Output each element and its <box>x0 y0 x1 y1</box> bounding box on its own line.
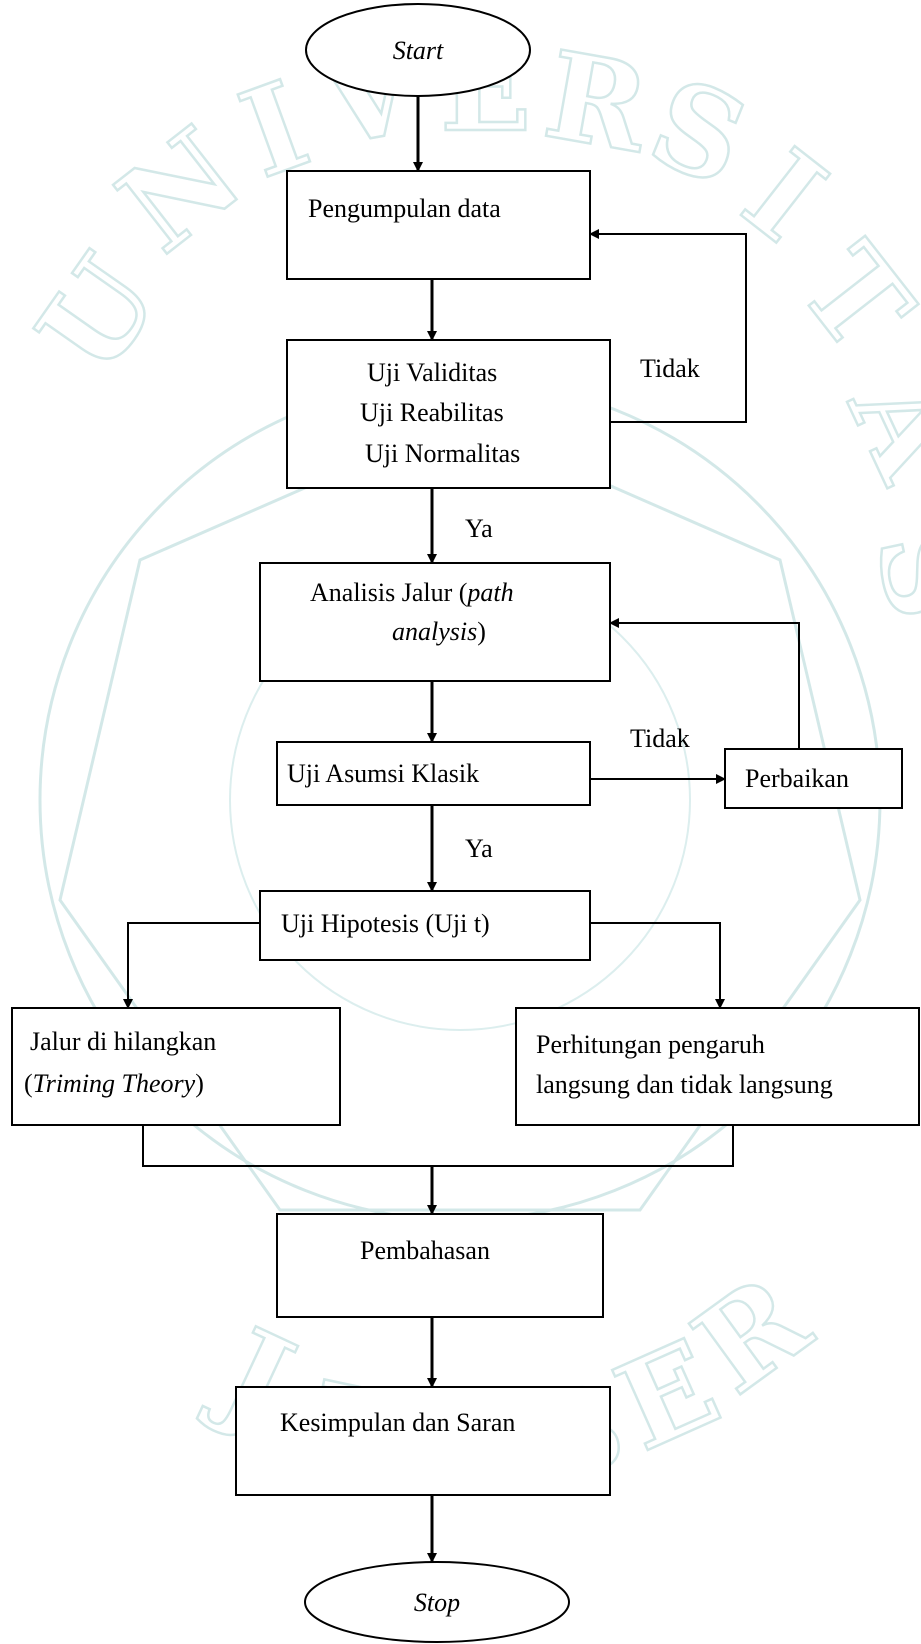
loop-perbaikan-to-analisis <box>609 618 800 749</box>
stop-label: Stop <box>414 1588 460 1617</box>
kesimpulan-saran-label: Kesimpulan dan Saran <box>280 1408 515 1437</box>
merge-line <box>142 1125 734 1167</box>
pengumpulan-data-label: Pengumpulan data <box>308 194 501 223</box>
uji-reabilitas-label: Uji Reabilitas <box>360 398 504 427</box>
jalur-dihilangkan-label: Jalur di hilangkan <box>30 1027 216 1056</box>
uji-validitas-label: Uji Validitas <box>367 358 497 387</box>
uji-normalitas-label: Uji Normalitas <box>365 439 520 468</box>
edge-label-ya-1: Ya <box>465 514 493 543</box>
analisis-jalur-box <box>259 562 611 682</box>
pembahasan-box <box>276 1213 604 1318</box>
uji-hipotesis-label: Uji Hipotesis (Uji t) <box>281 909 490 938</box>
loop-tidak-to-pengumpulan <box>589 229 747 423</box>
pembahasan-label: Pembahasan <box>360 1236 490 1265</box>
perhitungan-pengaruh-box <box>515 1007 920 1126</box>
edge-label-tidak-2: Tidak <box>630 724 690 753</box>
edge-label-ya-2: Ya <box>465 834 493 863</box>
edge-label-tidak-1: Tidak <box>640 354 700 383</box>
jalur-dihilangkan-label-2: (Triming Theory) <box>24 1069 204 1098</box>
svg-text:S: S <box>847 517 921 631</box>
arrow-hipotesis-to-jalur <box>123 922 260 1009</box>
uji-validitas-box <box>286 339 611 489</box>
jalur-dihilangkan-box <box>11 1007 341 1126</box>
pengumpulan-data-box <box>286 170 591 280</box>
uji-hipotesis-box <box>259 890 591 961</box>
uji-asumsi-klasik-label: Uji Asumsi Klasik <box>287 759 479 788</box>
analisis-jalur-label-2: analysis) <box>392 617 486 646</box>
analisis-jalur-label: Analisis Jalur (path <box>310 578 514 607</box>
arrow-hipotesis-to-perhitungan <box>590 922 725 1009</box>
svg-text:T: T <box>773 220 921 377</box>
svg-text:U: U <box>11 232 187 399</box>
perbaikan-box <box>724 748 903 809</box>
perhitungan-pengaruh-label: Perhitungan pengaruh <box>536 1030 765 1059</box>
kesimpulan-saran-box <box>235 1386 611 1496</box>
perhitungan-pengaruh-label-2: langsung dan tidak langsung <box>536 1070 833 1099</box>
svg-text:A: A <box>821 355 921 502</box>
start-label: Start <box>393 36 444 65</box>
svg-text:N: N <box>94 101 267 280</box>
perbaikan-label: Perbaikan <box>745 764 849 793</box>
svg-text:R: R <box>535 24 659 180</box>
stop-terminal <box>304 1561 570 1643</box>
